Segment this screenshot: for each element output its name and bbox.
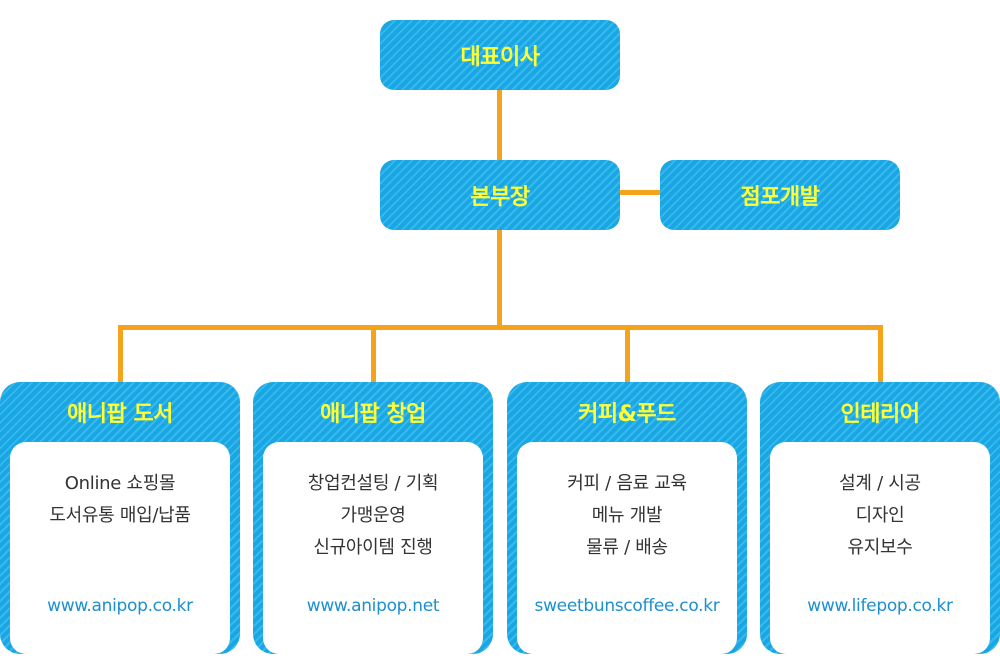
- connector-hq-down: [497, 228, 502, 328]
- dept-title: 커피&푸드: [578, 402, 676, 427]
- dept-body: 설계 / 시공 디자인 유지보수 www.lifepop.co.kr: [770, 442, 990, 654]
- dept-body: Online 쇼핑몰 도서유통 매입/납품 www.anipop.co.kr: [10, 442, 230, 654]
- dept-title: 애니팝 도서: [67, 402, 173, 427]
- ceo-box: 대표이사: [380, 20, 620, 90]
- dept-item: 창업컨설팅 / 기획: [307, 473, 439, 494]
- connector-dept-4: [878, 325, 883, 385]
- store-dev-box: 점포개발: [660, 160, 900, 230]
- connector-horizontal: [118, 325, 883, 330]
- dept-item: 메뉴 개발: [591, 505, 663, 526]
- dept-item: 설계 / 시공: [839, 473, 921, 494]
- dept-items: 설계 / 시공 디자인 유지보수: [770, 468, 990, 564]
- dept-item: 유지보수: [847, 537, 913, 558]
- dept-items: 창업컨설팅 / 기획 가맹운영 신규아이템 진행: [263, 468, 483, 564]
- dept-url-link[interactable]: www.lifepop.co.kr: [807, 596, 953, 616]
- dept-box-startup: 애니팝 창업 창업컨설팅 / 기획 가맹운영 신규아이템 진행 www.anip…: [253, 382, 493, 654]
- dept-url-link[interactable]: sweetbunscoffee.co.kr: [534, 596, 720, 616]
- connector-dept-1: [118, 325, 123, 385]
- dept-url-link[interactable]: www.anipop.co.kr: [47, 596, 193, 616]
- dept-item: 디자인: [855, 505, 905, 526]
- connector-dept-3: [625, 325, 630, 385]
- dept-box-interior: 인테리어 설계 / 시공 디자인 유지보수 www.lifepop.co.kr: [760, 382, 1000, 654]
- dept-items: Online 쇼핑몰 도서유통 매입/납품: [10, 468, 230, 532]
- dept-items: 커피 / 음료 교육 메뉴 개발 물류 / 배송: [517, 468, 737, 564]
- dept-item: 물류 / 배송: [586, 537, 668, 558]
- dept-item: 도서유통 매입/납품: [49, 505, 191, 526]
- dept-title: 인테리어: [840, 402, 920, 427]
- dept-body: 창업컨설팅 / 기획 가맹운영 신규아이템 진행 www.anipop.net: [263, 442, 483, 654]
- connector-ceo-hq: [497, 88, 502, 162]
- dept-item: 신규아이템 진행: [313, 537, 433, 558]
- dept-title: 애니팝 창업: [320, 402, 426, 427]
- dept-item: 가맹운영: [340, 505, 406, 526]
- dept-url-link[interactable]: www.anipop.net: [306, 596, 440, 616]
- dept-item: Online 쇼핑몰: [64, 473, 176, 494]
- connector-hq-store-dev: [618, 190, 662, 195]
- dept-item: 커피 / 음료 교육: [567, 473, 687, 494]
- dept-body: 커피 / 음료 교육 메뉴 개발 물류 / 배송 sweetbunscoffee…: [517, 442, 737, 654]
- dept-box-books: 애니팝 도서 Online 쇼핑몰 도서유통 매입/납품 www.anipop.…: [0, 382, 240, 654]
- dept-box-coffee-food: 커피&푸드 커피 / 음료 교육 메뉴 개발 물류 / 배송 sweetbuns…: [507, 382, 747, 654]
- connector-dept-2: [371, 325, 376, 385]
- ceo-label: 대표이사: [460, 45, 540, 70]
- hq-box: 본부장: [380, 160, 620, 230]
- store-dev-label: 점포개발: [740, 185, 820, 210]
- hq-label: 본부장: [470, 185, 530, 210]
